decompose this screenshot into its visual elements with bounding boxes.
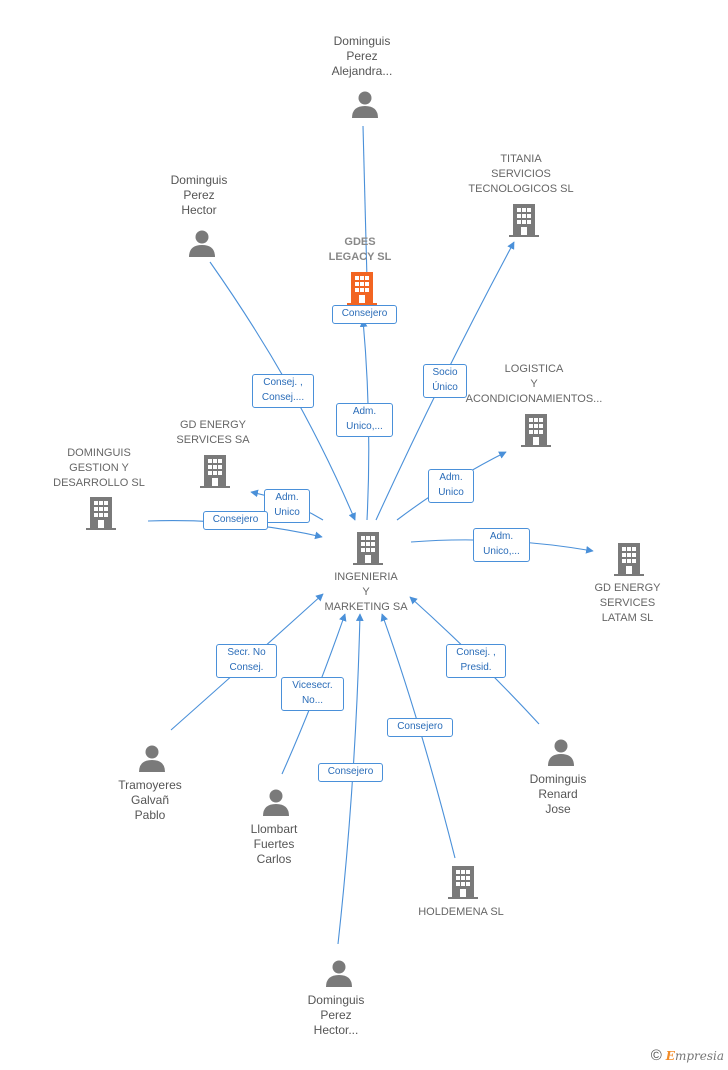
edge-label-gd-energy-sa[interactable]: Adm. Unico — [264, 489, 310, 523]
person-icon[interactable] — [324, 959, 354, 992]
person-icon[interactable] — [137, 744, 167, 777]
node-label-titania[interactable]: TITANIA SERVICIOS TECNOLOGICOS SL — [468, 153, 574, 195]
brand-logo: © Empresia — [651, 1047, 724, 1064]
person-icon[interactable] — [187, 229, 217, 262]
node-label-dominguis-hector[interactable]: Dominguis Perez Hector — [170, 173, 228, 217]
brand-name: Empresia — [665, 1048, 724, 1063]
edge-label-tramoyeres[interactable]: Secr. No Consej. — [216, 644, 277, 678]
edge-label-hector2[interactable]: Consejero — [318, 763, 383, 782]
edge-label-gd-latam[interactable]: Adm. Unico,... — [473, 528, 530, 562]
node-label-tramoyeres[interactable]: Tramoyeres Galvañ Pablo — [118, 778, 182, 822]
node-label-dominguis-alejandra[interactable]: Dominguis Perez Alejandra... — [331, 34, 393, 78]
node-label-center[interactable]: INGENIERIA Y MARKETING SA — [324, 571, 408, 613]
edge-label-hector[interactable]: Consej. , Consej.... — [252, 374, 314, 408]
node-label-gd-energy-sa[interactable]: GD ENERGY SERVICES SA — [176, 419, 250, 446]
building-icon[interactable] — [508, 202, 540, 243]
node-label-dominguis-gestion[interactable]: DOMINGUIS GESTION Y DESARROLLO SL — [53, 447, 145, 489]
person-icon[interactable] — [546, 738, 576, 771]
building-icon[interactable] — [346, 270, 378, 311]
edge-label-dominguis-gestion[interactable]: Consejero — [203, 511, 268, 530]
copyright-icon: © — [650, 1047, 662, 1064]
node-label-holdemena[interactable]: HOLDEMENA SL — [418, 906, 504, 918]
building-icon[interactable] — [85, 495, 117, 536]
edge-label-holdemena[interactable]: Consejero — [387, 718, 453, 737]
building-icon[interactable] — [199, 453, 231, 494]
edge-label-alejandra[interactable]: Consejero — [332, 305, 397, 324]
node-label-gd-energy-latam[interactable]: GD ENERGY SERVICES LATAM SL — [594, 582, 661, 624]
edge-label-llombart[interactable]: Vicesecr. No... — [281, 677, 344, 711]
node-label-logistica[interactable]: LOGISTICA Y ACONDICIONAMIENTOS... — [465, 363, 603, 405]
building-icon[interactable] — [613, 541, 645, 582]
node-label-dominguis-hector2[interactable]: Dominguis Perez Hector... — [307, 993, 365, 1037]
building-icon[interactable] — [447, 864, 479, 905]
building-icon[interactable] — [352, 530, 384, 571]
node-label-llombart[interactable]: Llombart Fuertes Carlos — [250, 822, 298, 866]
person-icon[interactable] — [261, 788, 291, 821]
person-icon[interactable] — [350, 90, 380, 123]
edge-label-gdes[interactable]: Adm. Unico,... — [336, 403, 393, 437]
node-label-dominguis-renard[interactable]: Dominguis Renard Jose — [529, 772, 587, 816]
node-label-gdes-legacy[interactable]: GDES LEGACY SL — [328, 236, 392, 263]
edge-label-renard[interactable]: Consej. , Presid. — [446, 644, 506, 678]
edge-label-logistica[interactable]: Adm. Unico — [428, 469, 474, 503]
building-icon[interactable] — [520, 412, 552, 453]
edge-label-titania[interactable]: Socio Único — [423, 364, 467, 398]
